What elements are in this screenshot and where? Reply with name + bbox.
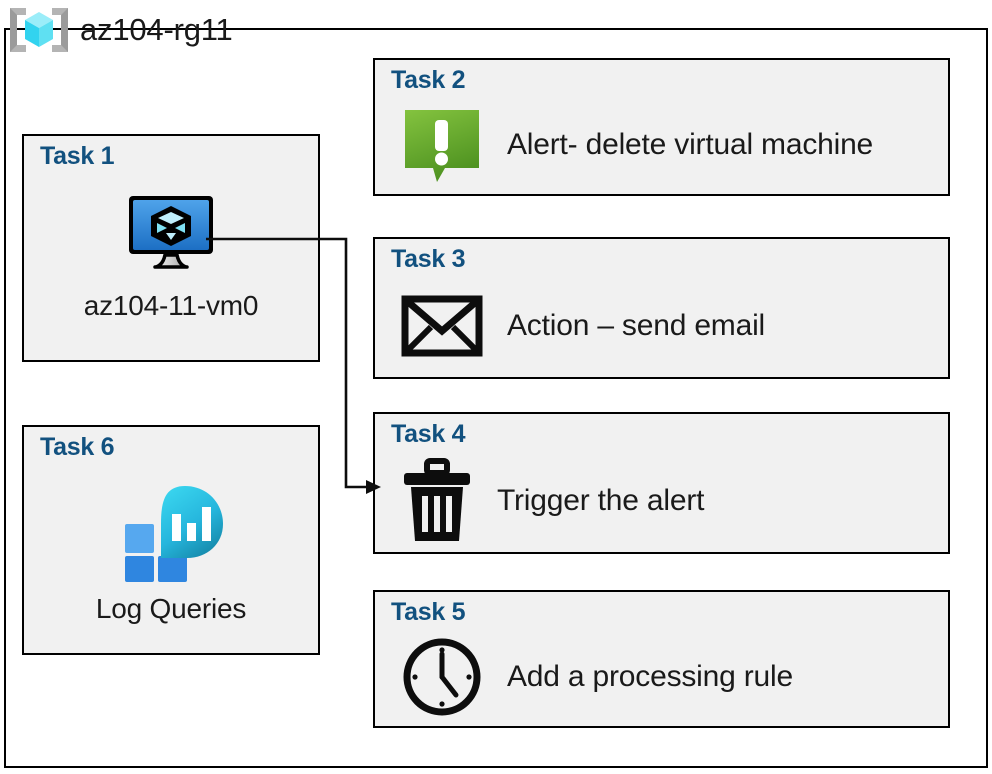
bracket-right [52,8,68,52]
task-6-label: Log Queries [95,593,247,624]
task-1-label: az104-11-vm0 [83,290,259,321]
task-3-card[interactable]: Task 3 Action – send email [373,237,950,379]
task-2-label: Alert- delete virtual machine [507,128,874,161]
resource-group-name: az104-rg11 [80,12,233,47]
resource-group-cube-icon [8,4,70,56]
resource-group-container [4,28,988,768]
task-6-title: Task 6 [40,433,115,461]
resource-group-label-gap [16,50,284,66]
task-4-card[interactable]: Task 4 Trigger the alert [373,412,950,554]
task-5-title: Task 5 [391,598,466,626]
task-4-label: Trigger the alert [497,484,705,517]
task-2-title: Task 2 [391,66,466,94]
task-1-card[interactable]: Task 1 [22,134,320,362]
task-5-card[interactable]: Task 5 Add a processing rule [373,590,950,728]
task-3-title: Task 3 [391,245,466,273]
resource-group-label: az104-rg11 [8,2,233,58]
alert-speech-bubble-icon [405,110,479,182]
task-4-title: Task 4 [391,420,466,448]
task-2-row: Alert- delete virtual machine [401,102,936,188]
task-1-icon-wrap [24,188,318,280]
envelope-icon [401,295,483,357]
task-6-icon-wrap [24,479,318,587]
task-2-card[interactable]: Task 2 Alert- delete virtual machine [373,58,950,196]
task-5-label: Add a processing rule [507,660,793,693]
task-4-row: Trigger the alert [401,456,936,546]
task-1-title: Task 1 [40,142,115,170]
cube-shape [25,12,53,47]
bracket-left [10,8,26,52]
task-3-row: Action – send email [401,281,936,371]
task-6-card[interactable]: Task 6 Log Queries [22,425,320,655]
log-analytics-icon [125,486,223,582]
clock-icon [403,638,481,716]
task-5-row: Add a processing rule [401,634,936,720]
trash-can-icon [404,458,470,541]
task-3-label: Action – send email [507,309,766,342]
virtual-machine-icon [129,196,213,269]
